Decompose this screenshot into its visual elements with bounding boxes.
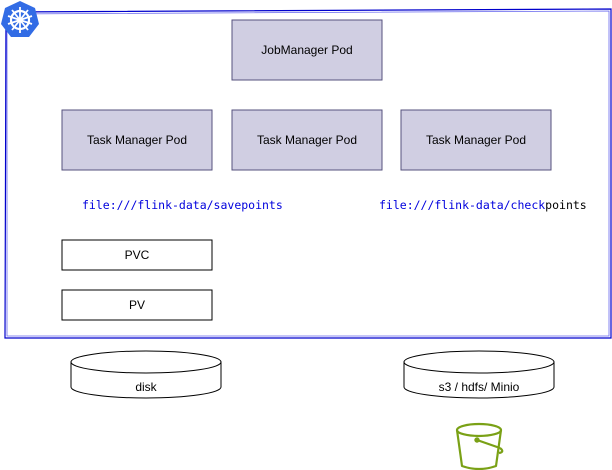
taskmanager-pod: Task Manager Pod — [231, 109, 383, 171]
checkpoints-path-prefix: file:///flink-data/check — [379, 198, 545, 212]
disk-storage: disk — [70, 350, 222, 399]
taskmanager-label: Task Manager Pod — [87, 133, 187, 147]
savepoints-path: file:///flink-data/savepoints — [82, 198, 283, 212]
jobmanager-label: JobManager Pod — [261, 43, 352, 57]
taskmanager-pod: Task Manager Pod — [61, 109, 213, 171]
pv-label: PV — [129, 298, 145, 312]
object-storage-label: s3 / hdfs/ Minio — [439, 380, 520, 394]
jobmanager-pod: JobManager Pod — [231, 19, 383, 81]
pv-box: PV — [61, 289, 213, 321]
kubernetes-icon — [1, 1, 39, 37]
taskmanager-pod: Task Manager Pod — [400, 109, 552, 171]
s3-bucket-icon — [455, 422, 504, 470]
pvc-label: PVC — [125, 248, 150, 262]
checkpoints-path: file:///flink-data/checkpoints — [379, 198, 587, 212]
checkpoints-path-suffix: points — [545, 198, 587, 212]
disk-label: disk — [135, 380, 157, 394]
taskmanager-label: Task Manager Pod — [257, 133, 357, 147]
object-storage: s3 / hdfs/ Minio — [403, 350, 555, 399]
pvc-box: PVC — [61, 239, 213, 271]
taskmanager-label: Task Manager Pod — [426, 133, 526, 147]
kubernetes-cluster-boundary — [4, 8, 612, 339]
